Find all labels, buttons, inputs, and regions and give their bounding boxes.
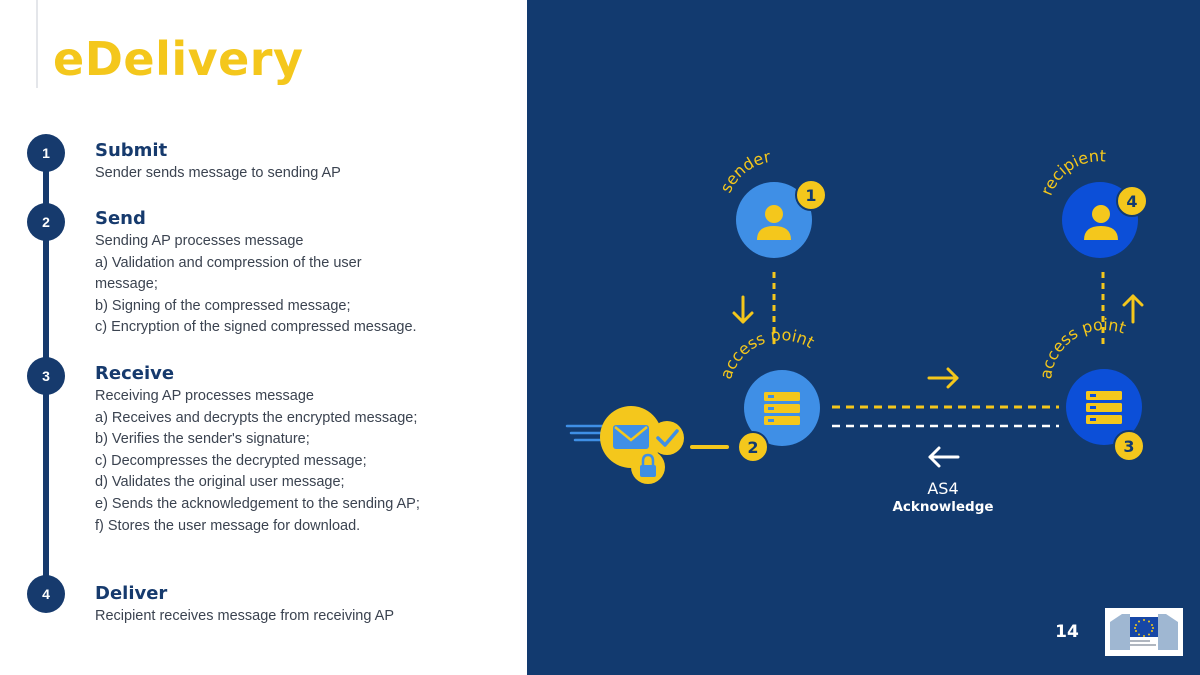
edelivery-diagram: sender 1 recipient 4 access point 2 acce…: [565, 146, 1183, 656]
left-panel: eDelivery 1 Submit Sender sends message …: [0, 0, 527, 675]
badge-1: [795, 179, 827, 211]
step-line: c) Decompresses the decrypted message;: [95, 452, 367, 469]
step-deliver: Deliver Recipient receives message from …: [95, 582, 495, 628]
title-accent-line: [36, 0, 38, 88]
badge-4: [1116, 185, 1148, 217]
sending-access-point-label: access point: [716, 325, 817, 381]
badge-1-number: 1: [805, 186, 816, 205]
step-line: b) Verifies the sender's signature;: [95, 431, 310, 448]
badge-3-number: 3: [1123, 437, 1134, 456]
step-number-2: 2: [27, 203, 65, 241]
arrow-left-icon: [928, 446, 960, 468]
step-number-4: 4: [27, 575, 65, 613]
step-send: Send Sending AP processes message a) Val…: [95, 207, 495, 339]
acknowledge-label: Acknowledge: [892, 499, 993, 515]
step-line: Sending AP processes message: [95, 233, 304, 249]
step-line: a) Receives and decrypts the encrypted m…: [95, 409, 418, 426]
check-badge: [650, 421, 684, 455]
step-line: c) Encryption of the signed compressed m…: [95, 319, 417, 336]
step-title: Deliver: [95, 583, 168, 604]
step-line: d) Validates the original user message;: [95, 474, 345, 491]
server-icon: [1086, 391, 1122, 424]
arrow-right-icon: [927, 367, 959, 389]
badge-2-number: 2: [747, 438, 758, 457]
step-line: e) Sends the acknowledgement to the send…: [95, 495, 420, 512]
step-receive: Receive Receiving AP processes message a…: [95, 362, 495, 537]
protocol-label: AS4: [927, 479, 958, 498]
step-line: a) Validation and compression of the use…: [95, 254, 362, 271]
arrow-down-icon: [732, 295, 754, 324]
user-icon: [1084, 205, 1118, 240]
badge-3: [1113, 430, 1145, 462]
step-title: Receive: [95, 363, 175, 384]
step-number-3: 3: [27, 357, 65, 395]
step-submit: Submit Sender sends message to sending A…: [95, 139, 495, 185]
step-line: b) Signing of the compressed message;: [95, 297, 351, 314]
badge-2: [737, 431, 769, 463]
european-commission-logo: [1105, 608, 1183, 656]
server-icon: [764, 392, 800, 425]
check-icon: [656, 429, 679, 447]
step-line: Sender sends message to sending AP: [95, 165, 341, 181]
badge-4-number: 4: [1126, 192, 1137, 211]
step-line: Receiving AP processes message: [95, 388, 314, 404]
step-title: Send: [95, 208, 146, 229]
arrow-up-icon: [1122, 294, 1144, 324]
diagram-panel: [527, 0, 1200, 675]
step-number-1: 1: [27, 134, 65, 172]
step-line: f) Stores the user message for download.: [95, 517, 361, 534]
user-icon: [757, 205, 791, 240]
step-title: Submit: [95, 140, 168, 161]
lock-icon: [640, 453, 656, 477]
step-line: Recipient receives message from receivin…: [95, 608, 394, 624]
step-line: message;: [95, 276, 158, 293]
page-number: 14: [1055, 622, 1079, 642]
envelope-icon: [613, 425, 649, 449]
page-title: eDelivery: [53, 32, 304, 86]
